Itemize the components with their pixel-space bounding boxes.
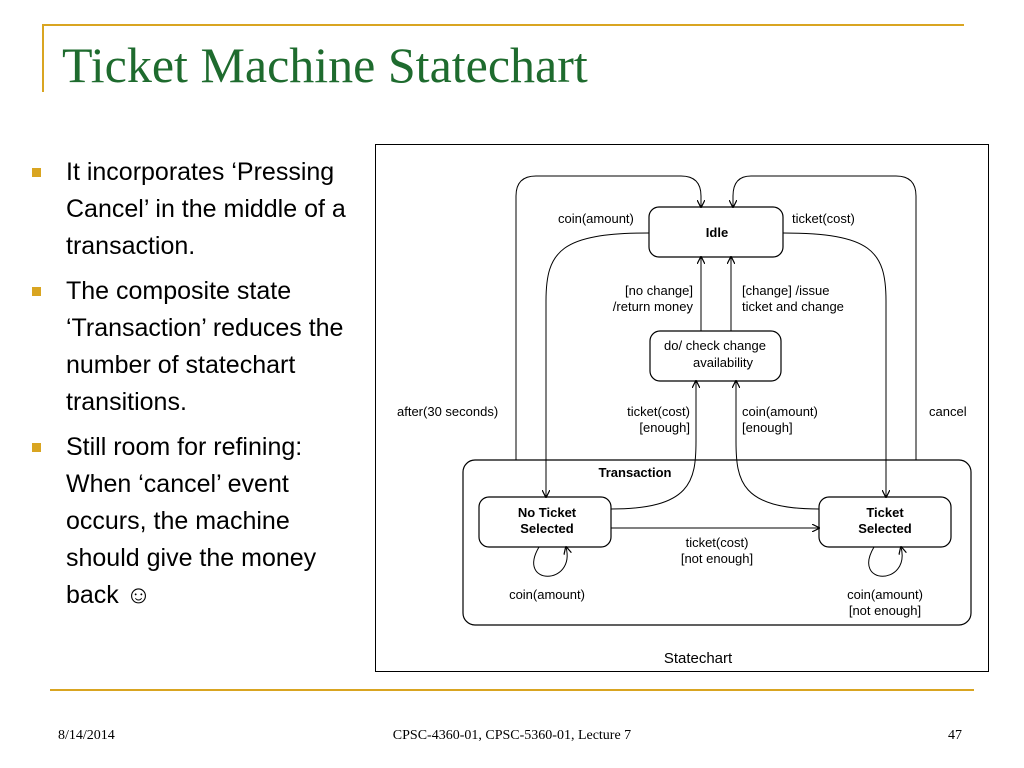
- cancel-arrow: [733, 175, 917, 460]
- ticket-cost-top-label: ticket(cost): [792, 211, 855, 226]
- bullet-item: It incorporates ‘Pressing Cancel’ in the…: [30, 154, 370, 265]
- accent-top-line: [42, 24, 964, 26]
- coin-self-right-label-line1: coin(amount): [847, 587, 923, 602]
- no-change-label-line1: [no change]: [625, 283, 693, 298]
- ticket-not-enough-label-line2: [not enough]: [681, 551, 753, 566]
- bullet-text: It incorporates ‘Pressing Cancel’ in the…: [66, 158, 346, 260]
- square-bullet-icon: [32, 287, 41, 296]
- idle-label: Idle: [706, 225, 728, 240]
- slide-title: Ticket Machine Statechart: [62, 37, 588, 93]
- bullet-list: It incorporates ‘Pressing Cancel’ in the…: [30, 154, 370, 622]
- bullet-text: The composite state ‘Transaction’ reduce…: [66, 277, 344, 416]
- square-bullet-icon: [32, 168, 41, 177]
- coin-self-loop-right: [868, 547, 902, 577]
- after-30-seconds-arrow: [515, 175, 701, 460]
- coin-amount-enough-label-line1: coin(amount): [742, 404, 818, 419]
- ticket-cost-arrow: [782, 232, 886, 497]
- statechart-figure: Idle do/ check change availability Trans…: [375, 144, 989, 672]
- coin-amount-top-label: coin(amount): [558, 211, 634, 226]
- ticket-selected-label-line2: Selected: [858, 521, 912, 536]
- coin-self-left-label: coin(amount): [509, 587, 585, 602]
- ticket-cost-enough-label-line2: [enough]: [639, 420, 690, 435]
- check-change-label-line1: do/ check change: [664, 338, 766, 353]
- bullet-item: The composite state ‘Transaction’ reduce…: [30, 273, 370, 421]
- ticket-not-enough-label-line1: ticket(cost): [686, 535, 749, 550]
- bullet-item: Still room for refining: When ‘cancel’ e…: [30, 429, 370, 614]
- coin-self-loop-left: [533, 547, 567, 577]
- coin-amount-enough-label-line2: [enough]: [742, 420, 793, 435]
- cancel-label: cancel: [929, 404, 967, 419]
- footer-date: 8/14/2014: [58, 728, 115, 743]
- change-issue-label-line2: ticket and change: [742, 299, 844, 314]
- coin-self-right-label-line2: [not enough]: [849, 603, 921, 618]
- footer-page-number: 47: [948, 728, 962, 743]
- ticket-selected-label-line1: Ticket: [866, 505, 904, 520]
- check-change-state: [649, 330, 782, 382]
- accent-vertical-line: [42, 24, 44, 92]
- no-ticket-label-line2: Selected: [520, 521, 574, 536]
- accent-bottom-line: [50, 689, 974, 691]
- ticket-cost-enough-arrow: [610, 381, 696, 510]
- bullet-text: Still room for refining: When ‘cancel’ e…: [66, 433, 317, 609]
- transaction-label: Transaction: [599, 465, 672, 480]
- after-30-seconds-label: after(30 seconds): [397, 404, 498, 419]
- no-change-label-line2: /return money: [613, 299, 694, 314]
- figure-caption: Statechart: [664, 650, 733, 667]
- footer-course: CPSC-4360-01, CPSC-5360-01, Lecture 7: [392, 728, 632, 743]
- statechart-diagram: Idle do/ check change availability Trans…: [397, 175, 972, 667]
- coin-amount-arrow: [546, 232, 650, 497]
- square-bullet-icon: [32, 443, 41, 452]
- change-issue-label-line1: [change] /issue: [742, 283, 829, 298]
- ticket-cost-enough-label-line1: ticket(cost): [627, 404, 690, 419]
- check-change-label-line2: availability: [693, 355, 753, 370]
- transaction-composite-state: [462, 459, 972, 626]
- idle-state: [648, 206, 784, 258]
- coin-amount-enough-arrow: [736, 381, 820, 510]
- no-ticket-label-line1: No Ticket: [518, 505, 577, 520]
